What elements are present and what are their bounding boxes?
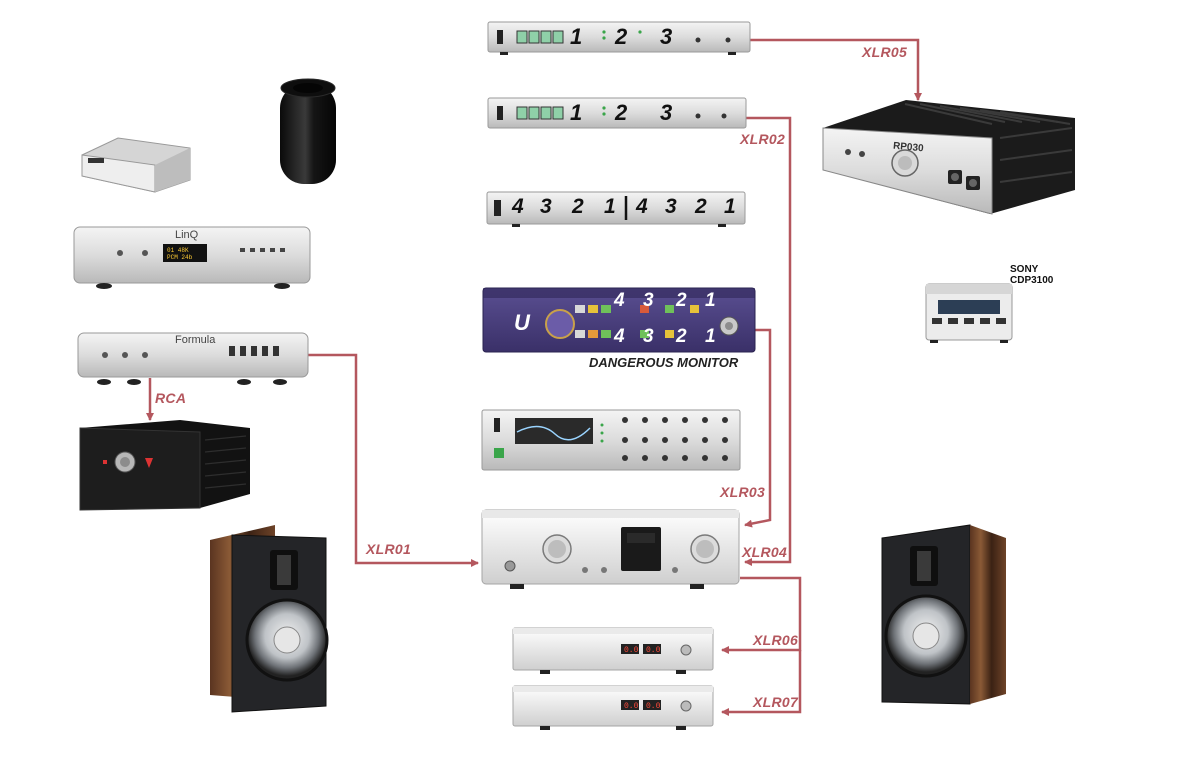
svg-text:0.0: 0.0 (624, 702, 639, 711)
monitor-top-3: 3 (643, 290, 654, 311)
dangerous-monitor (482, 287, 756, 353)
switcher-channel-2b: 2 (695, 195, 707, 218)
cable-xlr02 (742, 116, 792, 566)
rp030-amplifier (822, 100, 1075, 215)
sony-label-line2: CDP3100 (1010, 275, 1054, 286)
dac-unit-1 (487, 21, 751, 55)
dac1-channel-3: 3 (660, 24, 673, 49)
formula-dac (77, 332, 309, 385)
dac1-channel-2: 2 (615, 24, 628, 49)
monitor-top-2: 2 (676, 290, 687, 311)
linq-name: LinQ (175, 229, 199, 241)
monitor-caption: DANGEROUS MONITOR (589, 355, 739, 370)
power-amp-1: 0.0 0.0 (512, 627, 714, 674)
cable-xlr03 (744, 328, 772, 528)
label-xlr06: XLR06 (753, 632, 799, 648)
power-amp-2: 0.0 0.0 (512, 685, 714, 730)
formula-name: Formula (175, 334, 216, 346)
monitor-bottom-4: 4 (614, 326, 625, 347)
label-xlr03: XLR03 (720, 484, 766, 500)
label-xlr05: XLR05 (862, 44, 908, 60)
dac-unit-2 (487, 97, 747, 129)
cable-xlr04-06 (721, 576, 802, 654)
dac2-channel-1: 1 (570, 100, 583, 125)
label-xlr04: XLR04 (742, 544, 788, 560)
label-rca: RCA (155, 390, 187, 406)
dac2-channel-3: 3 (660, 100, 673, 125)
monitor-top-4: 4 (614, 290, 625, 311)
svg-text:0.0: 0.0 (646, 702, 661, 711)
svg-text:01 48K: 01 48K (167, 247, 189, 254)
monitor-bottom-1: 1 (705, 326, 716, 347)
dac1-channel-1: 1 (570, 24, 583, 49)
switcher-channel-3b: 3 (665, 195, 677, 218)
monitor-bottom-3: 3 (643, 326, 654, 347)
cable-xlr07 (721, 650, 802, 716)
sony-label-line1: SONY (1010, 264, 1039, 275)
switcher-channel-3a: 3 (540, 195, 552, 218)
label-xlr02: XLR02 (740, 131, 786, 147)
switcher-channel-1a: 1 (604, 195, 616, 218)
eq-unit (481, 409, 741, 471)
dac2-channel-2: 2 (615, 100, 628, 125)
switcher-channel-4b: 4 (636, 195, 648, 218)
cables (146, 38, 922, 716)
left-speaker (210, 525, 329, 713)
cable-xlr01 (308, 353, 479, 567)
black-amplifier (79, 420, 250, 511)
svg-text:PCM 24b: PCM 24b (167, 254, 193, 261)
label-xlr01: XLR01 (366, 541, 412, 557)
sony-cd-player (925, 283, 1013, 343)
switcher-channel-2a: 2 (572, 195, 584, 218)
mac-pro-computer (280, 78, 336, 184)
monitor-bottom-2: 2 (676, 326, 687, 347)
cable-xlr05 (748, 38, 922, 101)
small-dac-box (81, 137, 191, 193)
svg-text:0.0: 0.0 (646, 646, 661, 655)
preamplifier (481, 509, 740, 589)
switcher-channel-4a: 4 (512, 195, 524, 218)
monitor-top-1: 1 (705, 290, 716, 311)
right-speaker (881, 524, 1006, 705)
svg-text:0.0: 0.0 (624, 646, 639, 655)
monitor-switcher (486, 191, 746, 227)
linq-streamer: 01 48K PCM 24b (73, 226, 311, 289)
label-xlr07: XLR07 (753, 694, 799, 710)
switcher-channel-1b: 1 (724, 195, 736, 218)
monitor-logo: U (514, 310, 530, 335)
